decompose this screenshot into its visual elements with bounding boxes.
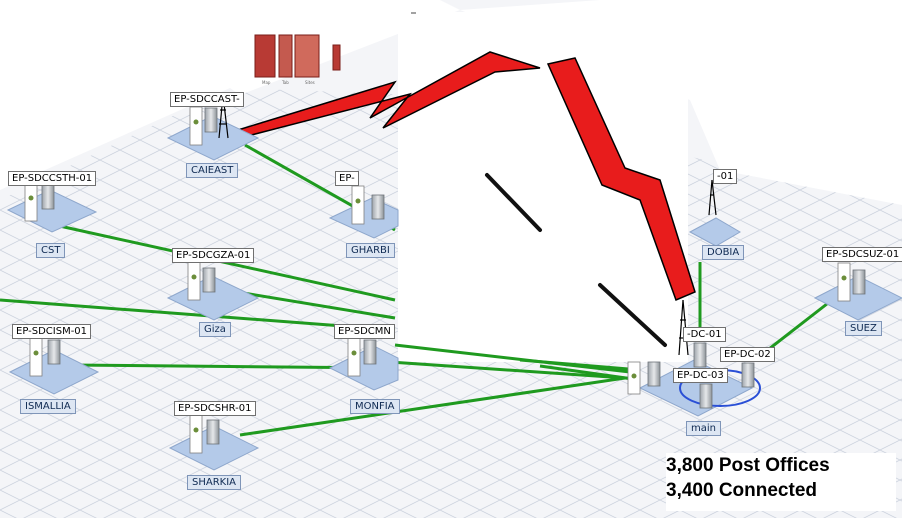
user-card-giza [187, 261, 201, 301]
post-offices-count: 3,800 Post Offices [666, 455, 830, 476]
user-card-caieast [189, 106, 203, 146]
site-tag-suez[interactable]: EP-SDCSUZ-01 [822, 247, 902, 262]
site-tag-ismallia[interactable]: EP-SDCISM-01 [12, 324, 92, 339]
server-icon-ismallia [47, 339, 61, 365]
site-tag-monfia[interactable]: EP-SDCMN [334, 324, 395, 339]
site-label-ismallia[interactable]: ISMALLIA [20, 399, 76, 414]
server-icon-caieast [204, 107, 218, 133]
site-tag-giza[interactable]: EP-SDCGZA-01 [172, 248, 255, 263]
site-label-giza[interactable]: Giza [199, 322, 231, 337]
server-tag-dc02[interactable]: EP-DC-02 [720, 347, 775, 362]
site-tag-dobia[interactable]: -01 [713, 169, 738, 184]
user-card-ismallia [29, 337, 43, 377]
user-card-suez [837, 262, 851, 302]
server-icon-monfia [363, 339, 377, 365]
toolbar-thumbnails [254, 34, 341, 78]
thumb-4 [332, 44, 341, 71]
server-icons [41, 107, 866, 445]
site-tag-cst[interactable]: EP-SDCCSTH-01 [8, 171, 97, 186]
server-icon-dc02 [741, 362, 755, 388]
thumb-2 [278, 34, 293, 78]
site-label-gharbi[interactable]: GHARBI [346, 243, 395, 258]
user-figure-icons [28, 119, 847, 433]
site-label-dobia[interactable]: DOBIA [702, 245, 745, 260]
server-icon-dc03 [699, 383, 713, 409]
server-tag-dc03[interactable]: EP-DC-03 [673, 368, 728, 383]
thumb-3 [294, 34, 320, 78]
thumb-label-3: Sites [305, 80, 315, 85]
blank-area-left [0, 0, 460, 190]
thumb-1 [254, 34, 276, 78]
site-label-main[interactable]: main [686, 421, 721, 436]
radio-link-bolts [226, 51, 696, 301]
lightning-bolt-2 [546, 57, 696, 301]
stats-panel: 3,800 Post Offices 3,400 Connected [666, 453, 896, 511]
user-card-gharbi [351, 185, 365, 225]
user-card-sharkia [189, 414, 203, 454]
server-icon-main-a [647, 361, 661, 387]
diagonal-slashes [485, 173, 667, 347]
site-label-cst[interactable]: CST [36, 243, 66, 258]
user-cards [24, 106, 851, 454]
server-tag-dc01[interactable]: -DC-01 [683, 327, 726, 342]
site-label-caieast[interactable]: CAIEAST [186, 163, 239, 178]
site-label-suez[interactable]: SUEZ [845, 321, 882, 336]
thumb-label-1: Map [262, 80, 271, 85]
server-icon-cst [41, 184, 55, 210]
connected-count: 3,400 Connected [666, 480, 817, 501]
site-label-monfia[interactable]: MONFIA [350, 399, 400, 414]
server-icon-suez [852, 269, 866, 295]
server-icon-gharbi [371, 194, 385, 220]
site-label-sharkia[interactable]: SHARKIA [187, 475, 242, 490]
site-tag-caieast[interactable]: EP-SDCCAST- [170, 92, 244, 107]
platform-dobia [688, 217, 741, 247]
tower-icon-dobia [708, 179, 717, 216]
user-card-cst [24, 182, 38, 222]
server-icon-dc01 [693, 342, 707, 368]
site-tag-gharbi[interactable]: EP- [335, 171, 359, 186]
lightning-bolt-1 [226, 51, 541, 141]
server-icon-sharkia [206, 419, 220, 445]
user-card-monfia [347, 337, 361, 377]
site-tag-sharkia[interactable]: EP-SDCSHR-01 [174, 401, 256, 416]
thumb-label-2: Tab [281, 80, 289, 85]
server-icon-giza [202, 267, 216, 293]
site-platforms [6, 115, 902, 471]
